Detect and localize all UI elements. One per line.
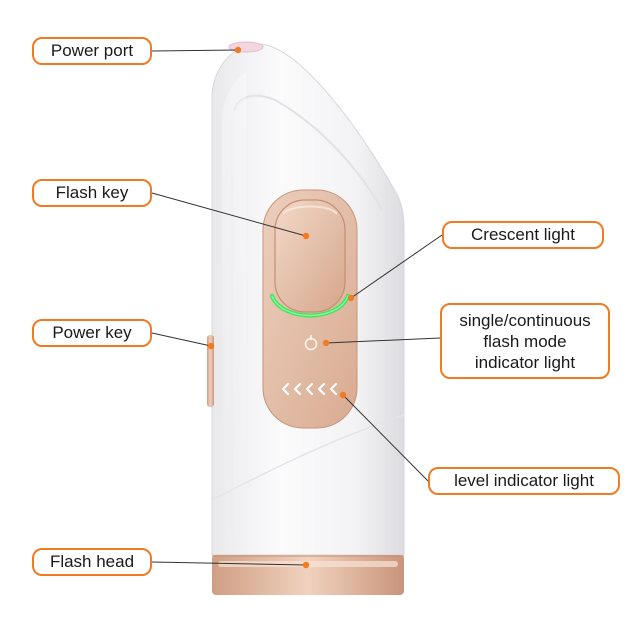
- mode-indicator-light: [304, 335, 318, 351]
- callout-power-key: Power key: [32, 319, 152, 347]
- leader-mode: [325, 337, 441, 344]
- callout-mode-indicator-line-2: flash mode: [483, 331, 567, 351]
- flash-key: [274, 199, 346, 313]
- callout-mode-indicator-line-3: indicator light: [474, 352, 576, 372]
- leader-power-key: [151, 332, 212, 347]
- leader-flash-key: [151, 192, 307, 237]
- leader-power-port: [151, 49, 239, 52]
- callout-crescent-light-label: Crescent light: [471, 225, 575, 244]
- callout-power-port-label: Power port: [50, 41, 134, 60]
- callout-level-indicator-label: level indicator light: [454, 471, 594, 490]
- callout-flash-head-label: Flash head: [49, 552, 135, 571]
- power-key: [207, 335, 214, 407]
- level-light-2: [293, 382, 302, 396]
- callout-flash-key-label: Flash key: [55, 183, 129, 202]
- callout-mode-indicator-line-1: single/continuous: [459, 310, 591, 330]
- leader-crescent: [350, 234, 443, 299]
- callout-power-key-label: Power key: [52, 323, 132, 342]
- callout-mode-indicator: single/continuous flash mode indicator l…: [440, 303, 610, 379]
- level-light-5: [329, 382, 338, 396]
- callout-crescent-light: Crescent light: [442, 221, 604, 249]
- level-indicator-lights: [281, 382, 338, 396]
- callout-power-port: Power port: [32, 37, 152, 65]
- leader-level: [342, 394, 429, 482]
- callout-level-indicator: level indicator light: [428, 467, 620, 495]
- level-light-3: [305, 382, 314, 396]
- flash-head: [212, 555, 404, 595]
- callout-flash-key: Flash key: [32, 179, 152, 207]
- leader-dots: [207, 46, 355, 569]
- callout-flash-head: Flash head: [32, 548, 152, 576]
- leader-flash-head: [151, 561, 307, 566]
- level-light-4: [317, 382, 326, 396]
- level-light-1: [281, 382, 290, 396]
- leader-lines: [151, 49, 443, 566]
